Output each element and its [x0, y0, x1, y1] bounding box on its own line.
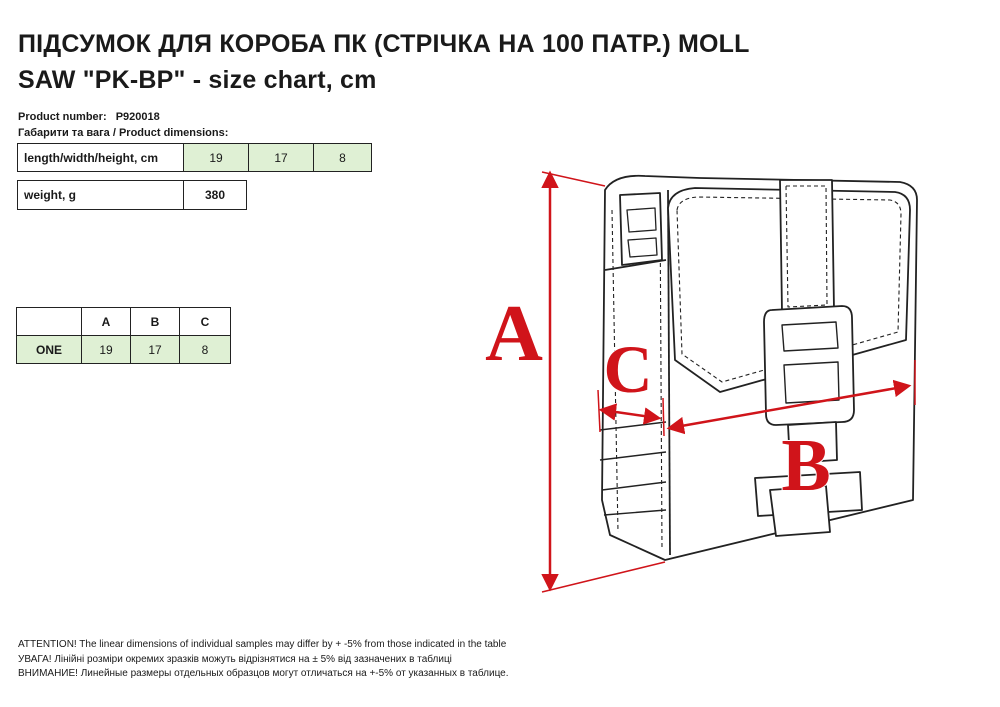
- dimensions-row: length/width/height, cm 19 17 8: [17, 143, 372, 172]
- size-value-c: 8: [179, 335, 231, 364]
- size-value-b: 17: [130, 335, 180, 364]
- size-table: A B C ONE 19 17 8: [16, 307, 231, 364]
- product-number-label: Product number:: [18, 111, 107, 123]
- size-header-c: C: [179, 307, 231, 336]
- dimension-c: C: [597, 330, 665, 437]
- weight-table: weight, g 380: [17, 180, 247, 210]
- dimensions-height: 8: [313, 143, 372, 172]
- dimension-label-b: B: [781, 425, 830, 507]
- dimension-a: A: [484, 170, 666, 593]
- product-number-row: Product number: P920018: [18, 111, 160, 123]
- pouch-diagram: A B C: [484, 170, 918, 593]
- product-number-value: P920018: [115, 111, 160, 123]
- size-header-b: B: [130, 307, 180, 336]
- size-header-a: A: [81, 307, 131, 336]
- weight-value: 380: [183, 180, 247, 210]
- title-line-1: ПІДСУМОК ДЛЯ КОРОБА ПК (СТРІЧКА НА 100 П…: [18, 30, 750, 58]
- size-table-header-row: A B C: [16, 307, 231, 336]
- dimensions-heading: Габарити та вага / Product dimensions:: [18, 127, 229, 139]
- page-title: ПІДСУМОК ДЛЯ КОРОБА ПК (СТРІЧКА НА 100 П…: [18, 26, 878, 98]
- size-header-blank: [16, 307, 82, 336]
- size-row-label: ONE: [16, 335, 82, 364]
- dimensions-table: length/width/height, cm 19 17 8: [17, 143, 372, 172]
- dimension-b: B: [666, 360, 916, 508]
- note-russian: ВНИМАНИЕ! Линейные размеры отдельных обр…: [18, 668, 509, 679]
- pouch-outline: [599, 174, 918, 561]
- dimensions-width: 17: [248, 143, 314, 172]
- title-line-2: SAW "PK-BP" - size chart, cm: [18, 66, 377, 94]
- note-ukrainian: УВАГА! Лінійні розміри окремих зразків м…: [18, 653, 452, 665]
- weight-row: weight, g 380: [17, 180, 247, 210]
- weight-label: weight, g: [17, 180, 184, 210]
- dimension-label-a: A: [485, 290, 543, 378]
- disclaimer-notes: ATTENTION! The linear dimensions of indi…: [18, 638, 509, 682]
- dimension-label-c: C: [603, 331, 652, 407]
- size-table-row: ONE 19 17 8: [16, 335, 231, 364]
- dimensions-length: 19: [183, 143, 249, 172]
- note-english: ATTENTION! The linear dimensions of indi…: [18, 639, 507, 650]
- dimensions-label: length/width/height, cm: [17, 143, 184, 172]
- size-value-a: 19: [81, 335, 131, 364]
